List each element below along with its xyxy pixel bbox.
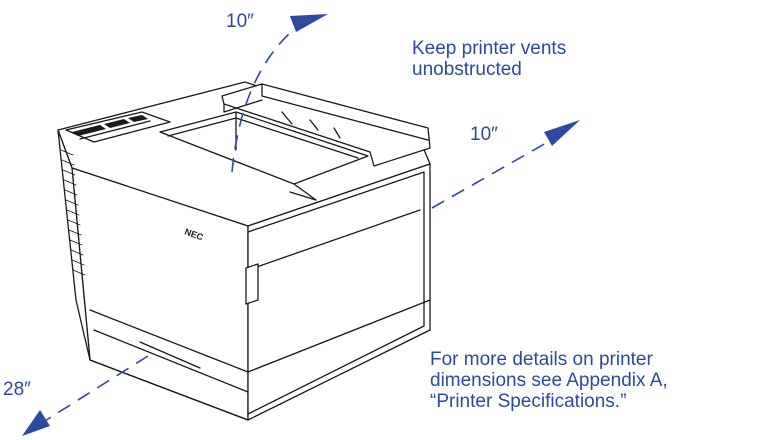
clearance-side-label: 10″ — [470, 124, 498, 145]
arrow-icon — [544, 120, 580, 146]
vents-note-line: unobstructed — [412, 59, 522, 80]
arrow-icon — [22, 410, 50, 436]
details-note-line: “Printer Specifications.” — [430, 391, 627, 412]
paper-cassette — [89, 299, 431, 421]
details-note-line: dimensions see Appendix A, — [430, 370, 668, 391]
clearance-arrow-top — [231, 23, 301, 173]
clearance-front-label: 28″ — [3, 379, 31, 400]
vents-note-line: Keep printer vents — [412, 38, 567, 59]
door-handle — [245, 263, 259, 305]
arrow-icon — [290, 14, 328, 32]
printer-right-face — [247, 163, 431, 421]
vents-note: Keep printer vents unobstructed — [412, 38, 566, 80]
details-note-line: For more details on printer — [430, 349, 653, 370]
printer-output-cover — [221, 83, 431, 167]
front-door-panel — [247, 171, 425, 415]
clearance-arrow-side — [431, 133, 563, 209]
details-note: For more details on printer dimensions s… — [430, 349, 668, 412]
paper-exit-tray — [159, 111, 369, 185]
clearance-top-label: 10″ — [226, 11, 254, 32]
